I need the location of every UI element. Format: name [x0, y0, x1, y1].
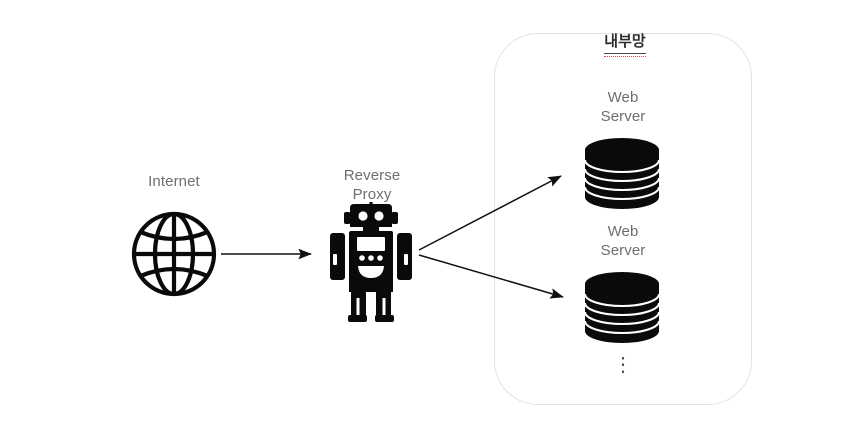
internal-network-title: 내부망 — [560, 32, 690, 57]
internal-network-title-text: 내부망 — [604, 32, 647, 57]
internal-network-group-box — [494, 33, 752, 405]
web-server-2-label: Web Server — [600, 223, 646, 259]
reverse-proxy-label: Reverse Proxy — [343, 167, 401, 203]
more-servers-ellipsis: ⋮ — [613, 354, 633, 376]
edge-proxy-to-server-1 — [418, 175, 562, 251]
edge-proxy-to-server-2 — [418, 254, 564, 299]
internet-label: Internet — [148, 173, 200, 190]
web-server-1-label: Web Server — [600, 89, 646, 125]
